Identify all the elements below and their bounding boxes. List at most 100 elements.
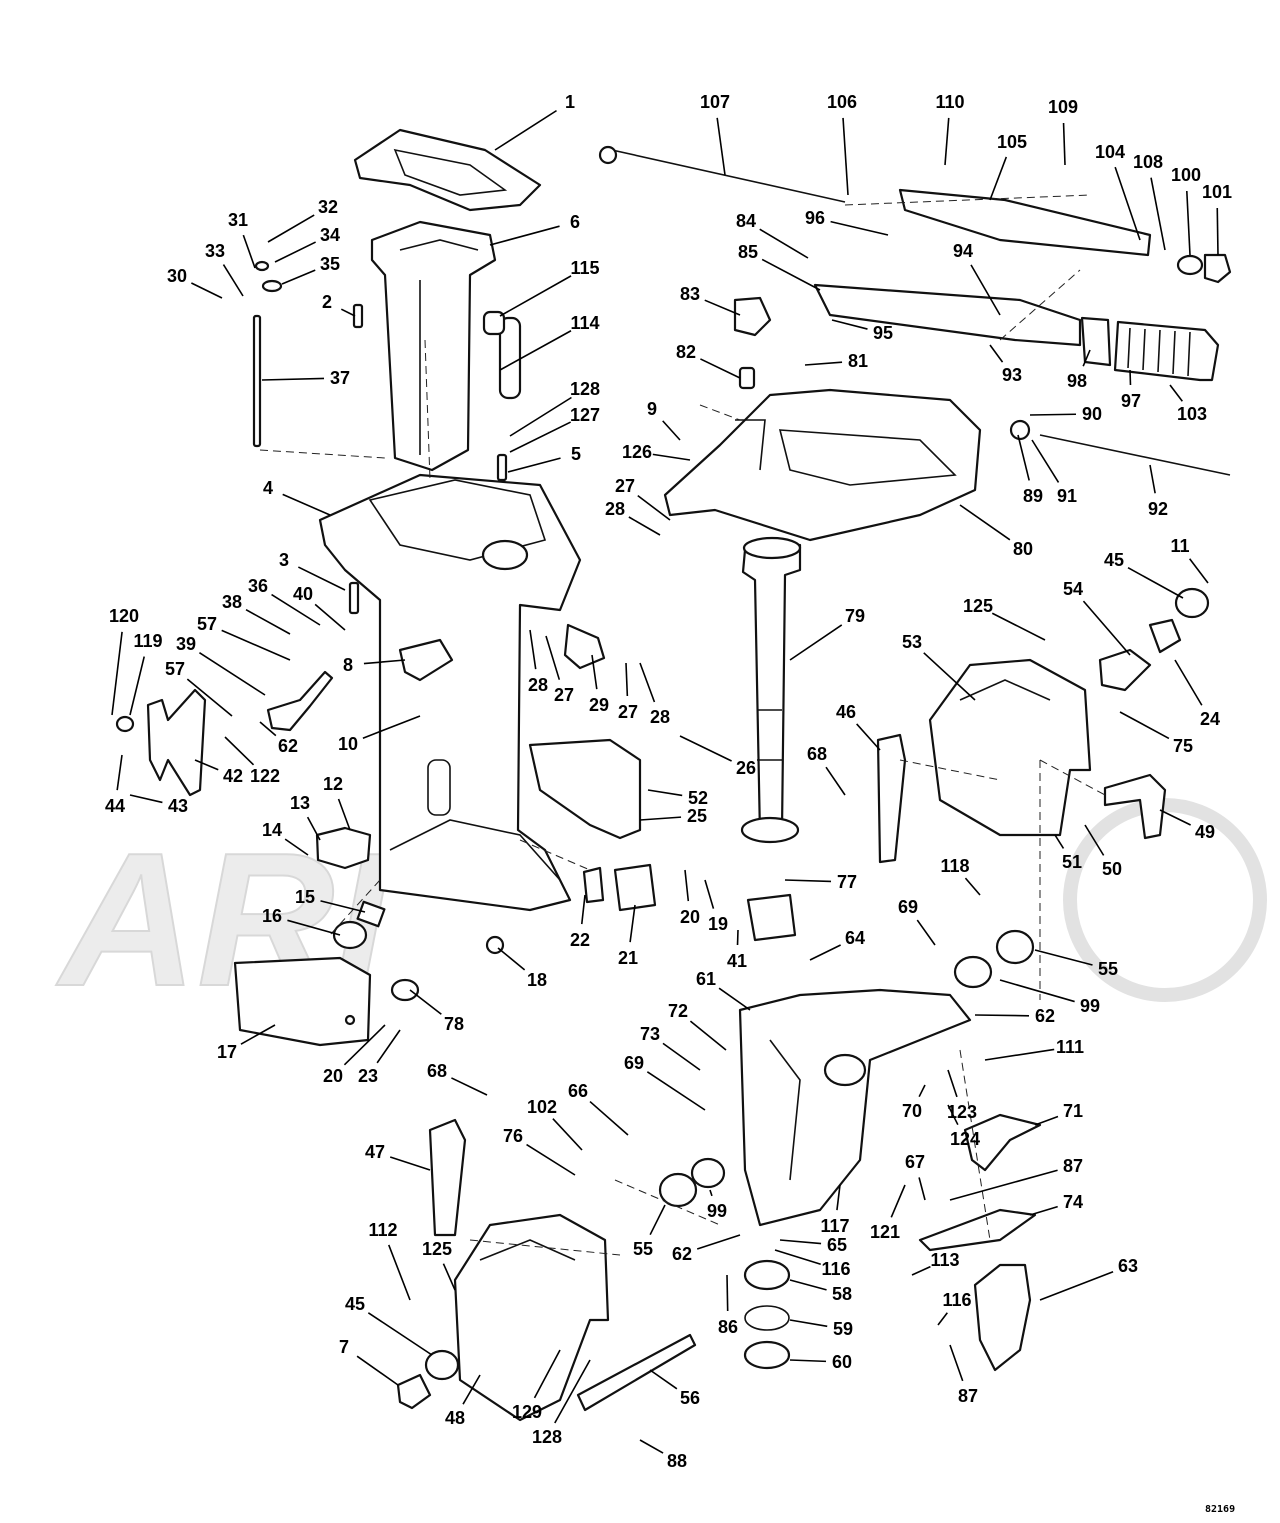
screw-bracket-49 <box>1103 773 1167 840</box>
callout-57: 57 <box>165 659 185 679</box>
callout-leader-71 <box>1034 1115 1059 1126</box>
callout-66: 66 <box>568 1081 588 1101</box>
shift-rod-107 <box>598 145 846 203</box>
callout-14: 14 <box>262 820 282 840</box>
callout-leader-57 <box>186 678 233 717</box>
callout-leader-99 <box>999 979 1075 1003</box>
callout-126: 126 <box>622 442 652 462</box>
callout-48: 48 <box>445 1408 465 1428</box>
stern-bracket-48 <box>453 1213 610 1422</box>
callout-leader-92 <box>1149 464 1156 494</box>
callout-leader-74 <box>1029 1205 1058 1216</box>
callout-10: 10 <box>338 734 358 754</box>
callout-leader-9 <box>662 420 681 441</box>
callout-leader-61 <box>718 987 751 1011</box>
callout-62: 62 <box>278 736 298 756</box>
callout-leader-8 <box>363 659 406 665</box>
callout-97: 97 <box>1121 391 1141 411</box>
callout-leader-75 <box>1119 711 1170 740</box>
callout-leader-42 <box>194 759 219 771</box>
callout-leader-52 <box>647 789 683 797</box>
callout-51: 51 <box>1062 852 1082 872</box>
exhaust-cover <box>528 738 642 840</box>
callout-leader-64 <box>809 944 841 961</box>
callout-leader-27 <box>625 662 629 697</box>
callout-96: 96 <box>805 208 825 228</box>
callout-12: 12 <box>323 774 343 794</box>
callout-5: 5 <box>571 444 581 464</box>
callout-leader-6 <box>489 225 560 246</box>
callout-124: 124 <box>950 1129 980 1149</box>
callout-15: 15 <box>295 887 315 907</box>
callout-28: 28 <box>650 707 670 727</box>
callout-leader-18 <box>497 947 526 971</box>
callout-9: 9 <box>647 399 657 419</box>
callout-128: 128 <box>570 379 600 399</box>
callout-leader-15 <box>320 900 366 913</box>
callout-leader-62 <box>974 1014 1030 1017</box>
callout-90: 90 <box>1082 404 1102 424</box>
callout-112: 112 <box>368 1220 397 1240</box>
callout-leader-62 <box>259 721 277 737</box>
callout-35: 35 <box>320 254 340 274</box>
callout-116: 116 <box>821 1259 850 1279</box>
callout-leader-111 <box>984 1048 1055 1061</box>
callout-100: 100 <box>1171 165 1201 185</box>
handle-grip-97 <box>1113 320 1220 382</box>
exhaust-housing <box>318 473 582 912</box>
callout-29: 29 <box>589 695 609 715</box>
callout-leader-76 <box>526 1143 576 1176</box>
callout-49: 49 <box>1195 822 1215 842</box>
callout-13: 13 <box>290 793 310 813</box>
callout-leader-50 <box>1084 824 1105 856</box>
callout-leader-91 <box>1031 439 1060 483</box>
callout-leader-88 <box>639 1439 664 1454</box>
callout-leader-119 <box>129 656 145 716</box>
callout-leader-105 <box>989 156 1008 201</box>
callout-leader-68 <box>451 1077 488 1096</box>
callout-38: 38 <box>222 592 242 612</box>
callout-leader-85 <box>761 258 821 291</box>
plug-16 <box>332 920 368 950</box>
callout-leader-36 <box>271 593 321 626</box>
callout-leader-116 <box>774 1249 821 1266</box>
callout-40: 40 <box>293 584 313 604</box>
callout-79: 79 <box>845 606 865 626</box>
callout-84: 84 <box>736 211 756 231</box>
callout-63: 63 <box>1118 1256 1138 1276</box>
callout-85: 85 <box>738 242 758 262</box>
callout-leader-115 <box>499 275 572 317</box>
callout-leader-117 <box>836 1184 841 1211</box>
callout-leader-19 <box>704 879 715 909</box>
callout-leader-55 <box>649 1204 666 1236</box>
callout-76: 76 <box>503 1126 523 1146</box>
callout-22: 22 <box>570 930 590 950</box>
callout-leader-51 <box>1054 834 1065 849</box>
callout-107: 107 <box>700 92 730 112</box>
callout-106: 106 <box>827 92 857 112</box>
callout-68: 68 <box>427 1061 447 1081</box>
callout-50: 50 <box>1102 859 1122 879</box>
callout-leader-77 <box>784 879 832 883</box>
callout-leader-70 <box>918 1084 926 1098</box>
callout-62: 62 <box>672 1244 692 1264</box>
callout-87: 87 <box>1063 1156 1083 1176</box>
callout-26: 26 <box>736 758 756 778</box>
callout-28: 28 <box>605 499 625 519</box>
callout-leader-90 <box>1029 413 1077 416</box>
callout-61: 61 <box>696 969 716 989</box>
callout-leader-81 <box>804 361 843 366</box>
callout-120: 120 <box>109 606 139 626</box>
swivel-tube-79 <box>741 536 802 837</box>
tiller-arm-94 <box>813 283 1082 347</box>
callout-117: 117 <box>820 1216 849 1236</box>
callout-leader-106 <box>842 117 849 196</box>
callout-70: 70 <box>902 1101 922 1121</box>
link-46-47 <box>428 733 907 1237</box>
callout-leader-108 <box>1150 177 1166 251</box>
callout-89: 89 <box>1023 486 1043 506</box>
callout-leader-43 <box>129 794 163 804</box>
callout-leader-96 <box>830 220 889 236</box>
